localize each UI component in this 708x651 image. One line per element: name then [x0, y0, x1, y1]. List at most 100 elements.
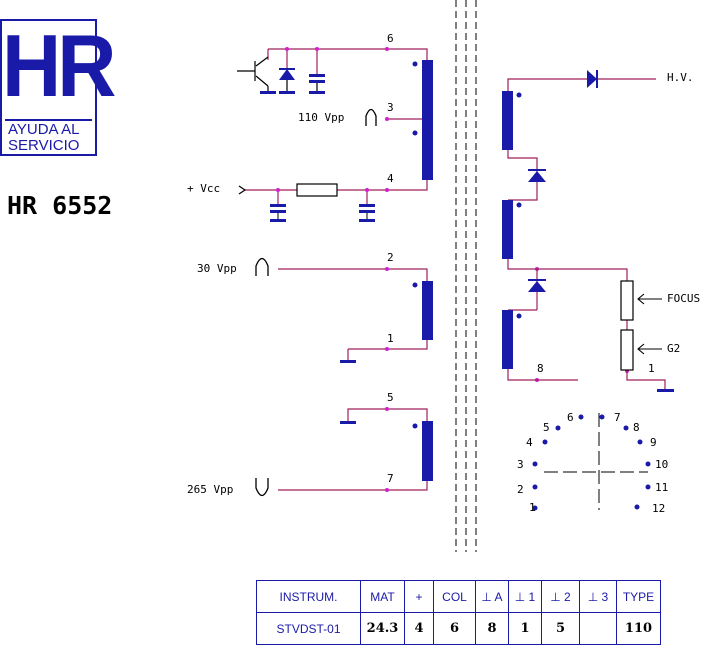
- pin-label: 4: [387, 172, 394, 185]
- socket-pin-label: 3: [517, 458, 524, 471]
- focus-arrow: [637, 293, 662, 305]
- table-header-cell: MAT: [360, 580, 405, 613]
- transistor-symbol: [237, 56, 269, 92]
- logo-divider: [5, 119, 92, 121]
- polarity-dot: [412, 61, 418, 67]
- table-header-cell: ⊥ 1: [508, 580, 542, 613]
- table-cell: 1: [508, 612, 542, 645]
- socket-crosshair: [544, 413, 648, 510]
- table-header-cell: TYPE: [616, 580, 661, 613]
- hr-logo: HR AYUDA AL SERVICIO: [0, 19, 116, 156]
- socket-pin-label: 11: [655, 481, 668, 494]
- polarity-dot: [516, 202, 522, 208]
- ground-symbol: [340, 421, 356, 424]
- pin-label: 7: [387, 472, 394, 485]
- table-header-cell: ⊥ 3: [579, 580, 617, 613]
- damper-diode: [279, 69, 295, 80]
- socket-pin-label: 5: [543, 421, 550, 434]
- ground-symbol: [657, 389, 674, 392]
- capacitor-plate: [359, 210, 375, 213]
- label-hv: H.V.: [667, 71, 694, 84]
- pin-label: 6: [387, 32, 394, 45]
- cascade-diode: [528, 171, 546, 182]
- table-header-cell: +: [404, 580, 434, 613]
- table-row: STVDST-01 24.3 4 6 8 1 5 110: [256, 612, 661, 645]
- primary-coil: [422, 60, 433, 180]
- hv-diode: [587, 70, 597, 88]
- pin-label: 2: [387, 251, 394, 264]
- ground-symbol: [279, 91, 295, 94]
- specs-table: INSTRUM. MAT + COL ⊥ A ⊥ 1 ⊥ 2 ⊥ 3 TYPE …: [256, 580, 661, 645]
- hv-coil: [502, 91, 513, 150]
- table-header-cell: ⊥ A: [475, 580, 509, 613]
- model-number: HR 6552: [7, 191, 113, 220]
- pulse-symbol: [255, 478, 269, 497]
- socket-pin-label: 9: [650, 436, 657, 449]
- cascade-diode: [528, 281, 546, 292]
- socket-pin-label: 7: [614, 411, 621, 424]
- ground-symbol: [270, 219, 286, 222]
- table-header-row: INSTRUM. MAT + COL ⊥ A ⊥ 1 ⊥ 2 ⊥ 3 TYPE: [256, 580, 661, 613]
- resistor: [296, 183, 338, 197]
- socket-pin-label: 2: [517, 483, 524, 496]
- pulse-symbol: [365, 108, 377, 126]
- table-cell: 24.3: [360, 612, 405, 645]
- socket-pin-label: 12: [652, 502, 665, 515]
- vcc-arrow: [238, 185, 247, 195]
- table-cell: [579, 612, 617, 645]
- flyback-schematic: 110 Vpp + Vcc 30 Vpp 265 Vpp H.V. FOCUS …: [187, 0, 700, 552]
- polarity-dot: [412, 130, 418, 136]
- transformer-core: [455, 0, 477, 552]
- ground-symbol: [340, 360, 356, 363]
- capacitor-plate: [309, 74, 325, 77]
- socket-pin-label: 1: [529, 501, 536, 514]
- table-cell: 5: [541, 612, 580, 645]
- label-265vpp: 265 Vpp: [187, 483, 233, 496]
- label-110vpp: 110 Vpp: [298, 111, 344, 124]
- table-header-cell: INSTRUM.: [256, 580, 361, 613]
- table-cell: 8: [475, 612, 509, 645]
- ground-symbol: [359, 219, 375, 222]
- capacitor-plate: [359, 204, 375, 207]
- label-30vpp: 30 Vpp: [197, 262, 237, 275]
- capacitor-plate: [309, 80, 325, 83]
- capacitor-plate: [270, 210, 286, 213]
- primary-winding: [245, 48, 428, 204]
- hv-secondary: [507, 78, 666, 389]
- socket-pin-label: 10: [655, 458, 668, 471]
- pin-label: 1: [648, 362, 655, 375]
- secondary-coil: [422, 421, 433, 481]
- pin-label: 5: [387, 391, 394, 404]
- pin-label: 8: [537, 362, 544, 375]
- table-header-cell: COL: [433, 580, 476, 613]
- pin-label: 1: [387, 332, 394, 345]
- ground-symbol: [309, 91, 325, 94]
- pulse-symbol: [255, 257, 269, 276]
- table-cell: STVDST-01: [256, 612, 361, 645]
- polarity-dot: [412, 423, 418, 429]
- socket-pinout: [532, 413, 651, 511]
- label-focus: FOCUS: [667, 292, 700, 305]
- hv-coil: [502, 200, 513, 259]
- hv-coil: [502, 310, 513, 369]
- logo-line-1: AYUDA AL: [8, 121, 80, 138]
- table-cell: 4: [404, 612, 434, 645]
- socket-pin-label: 4: [526, 436, 533, 449]
- polarity-dot: [516, 92, 522, 98]
- g2-arrow: [637, 343, 662, 355]
- polarity-dot: [516, 313, 522, 319]
- ground-symbol: [260, 91, 276, 94]
- logo-line-2: SERVICIO: [8, 137, 80, 154]
- table-header-cell: ⊥ 2: [541, 580, 580, 613]
- polarity-dot: [412, 282, 418, 288]
- socket-pin-label: 6: [567, 411, 574, 424]
- capacitor-plate: [270, 204, 286, 207]
- secondary-coil: [422, 281, 433, 340]
- table-cell: 110: [616, 612, 661, 645]
- table-cell: 6: [433, 612, 476, 645]
- pin-label: 3: [387, 101, 394, 114]
- socket-pin-label: 8: [633, 421, 640, 434]
- focus-resistor: [620, 280, 634, 321]
- g2-resistor: [620, 329, 634, 371]
- label-vcc: + Vcc: [187, 182, 220, 195]
